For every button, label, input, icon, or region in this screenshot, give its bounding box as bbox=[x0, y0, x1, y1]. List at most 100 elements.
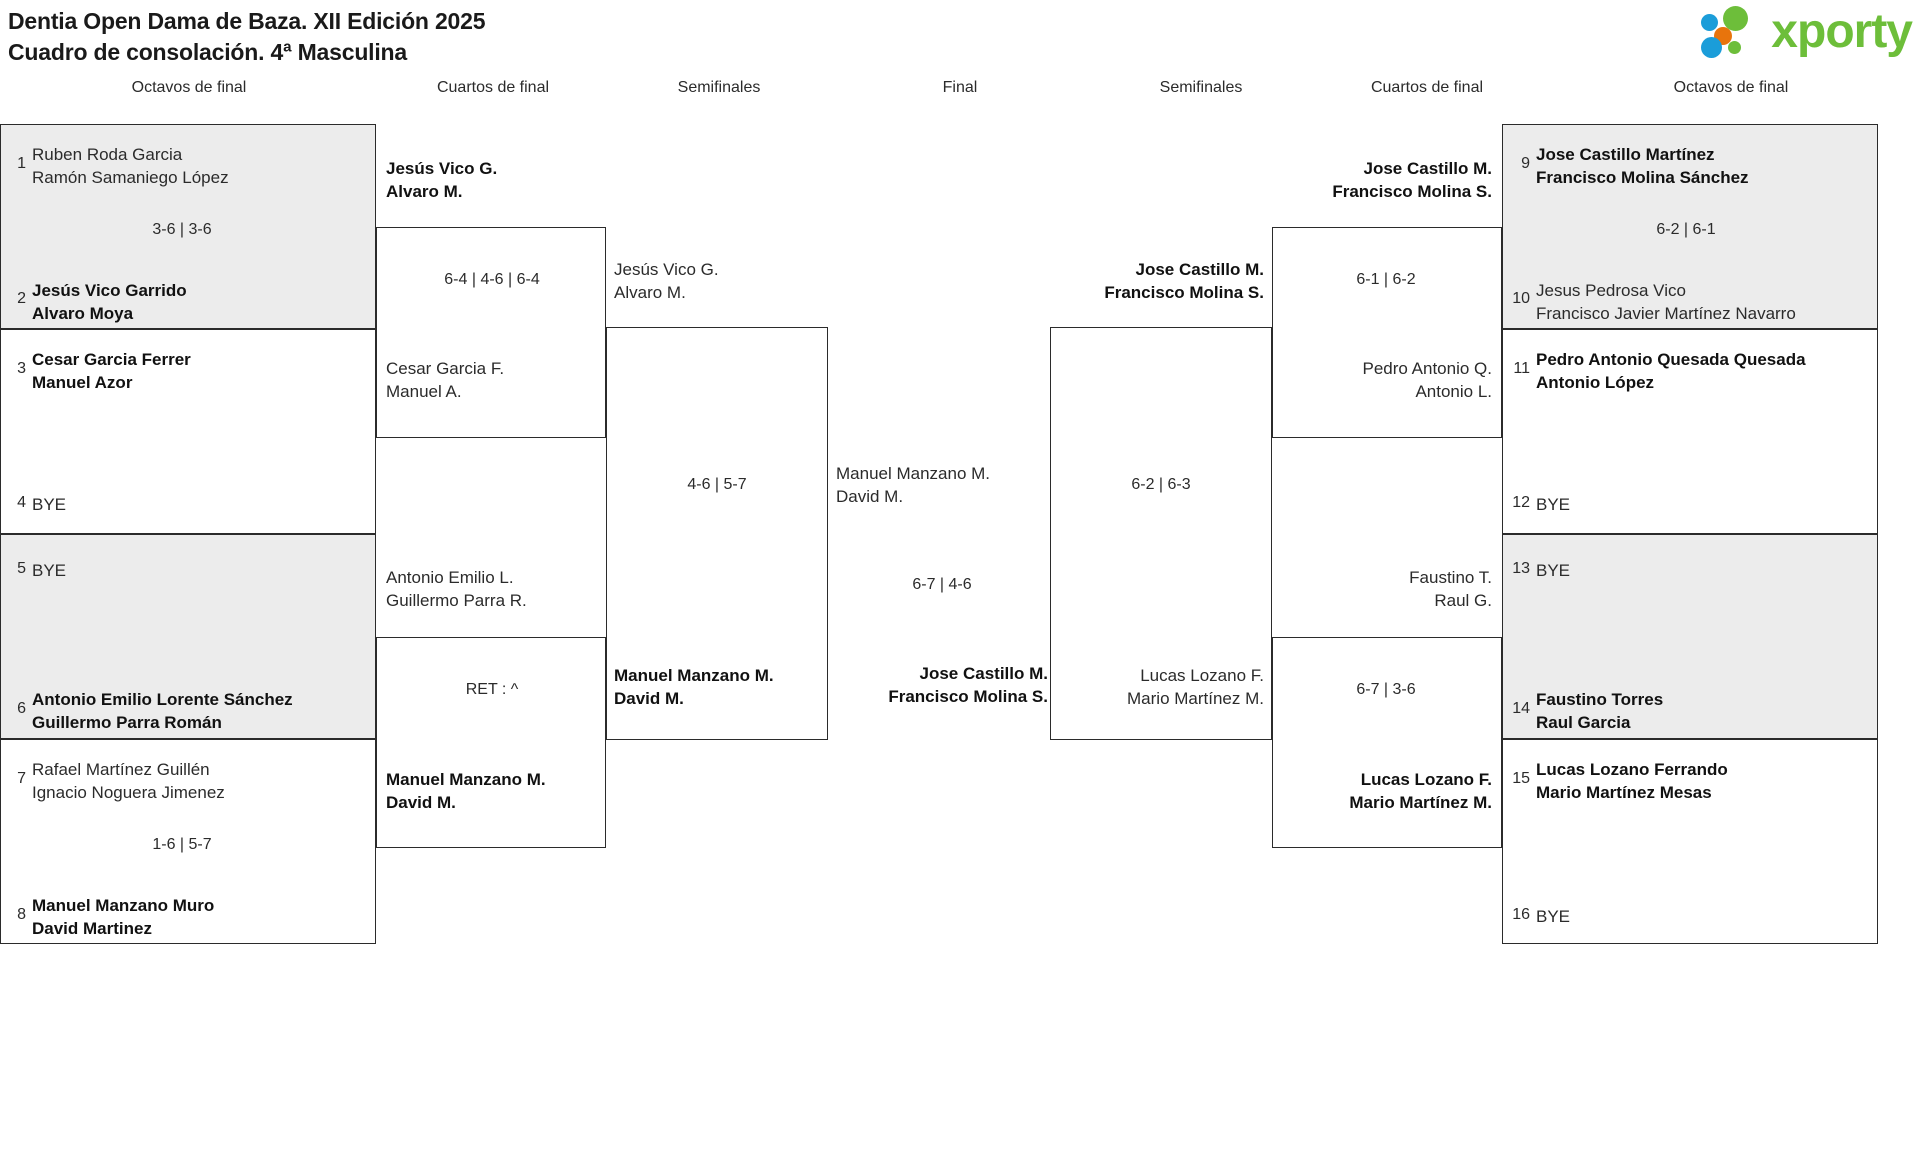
seed-number: 10 bbox=[1512, 290, 1530, 307]
match-score: 6-7 | 4-6 bbox=[912, 576, 972, 593]
player-name: Francisco Molina S. bbox=[1104, 283, 1264, 302]
player-name: Francisco Molina Sánchez bbox=[1536, 168, 1749, 187]
player-name: Antonio L. bbox=[1415, 382, 1492, 401]
player-name: Pedro Antonio Q. bbox=[1362, 359, 1492, 378]
player-name: BYE bbox=[32, 561, 67, 580]
match-box-left-r16-1[interactable] bbox=[0, 124, 376, 329]
player-name: David M. bbox=[386, 793, 456, 812]
player-name: Jesús Vico Garrido bbox=[32, 281, 187, 300]
player-name: David M. bbox=[836, 487, 904, 506]
match-box-left-sf[interactable] bbox=[606, 327, 828, 740]
title-line-2: Cuadro de consolación. 4ª Masculina bbox=[8, 39, 407, 65]
match-box-left-r16-2[interactable] bbox=[0, 329, 376, 534]
match-score: 6-1 | 6-2 bbox=[1356, 271, 1416, 288]
player-name: Lucas Lozano F. bbox=[1140, 666, 1264, 685]
player-name: David M. bbox=[614, 689, 684, 708]
match-box-right-sf[interactable] bbox=[1050, 327, 1272, 740]
match-box-right-r16-4[interactable] bbox=[1502, 739, 1878, 944]
round-header-final: Final bbox=[942, 79, 978, 96]
player-name: Rafael Martínez Guillén bbox=[32, 760, 210, 779]
player-name: Alvaro M. bbox=[386, 182, 463, 201]
player-name: Antonio Emilio L. bbox=[386, 568, 514, 587]
seed-number: 6 bbox=[17, 700, 26, 717]
player-name: Guillermo Parra R. bbox=[386, 591, 527, 610]
seed-number: 4 bbox=[17, 494, 26, 511]
player-name: Raul Garcia bbox=[1536, 713, 1631, 732]
player-name: Lucas Lozano Ferrando bbox=[1536, 760, 1728, 779]
logo-wordmark: xporty bbox=[1771, 5, 1913, 58]
player-name: Jose Castillo M. bbox=[919, 664, 1048, 683]
seed-number: 3 bbox=[17, 360, 26, 377]
match-score: RET : ^ bbox=[465, 681, 519, 698]
match-score: 1-6 | 5-7 bbox=[152, 836, 212, 853]
match-box-right-qf-1[interactable] bbox=[1272, 227, 1502, 438]
player-name: Jose Castillo M. bbox=[1363, 159, 1492, 178]
seed-number: 12 bbox=[1512, 494, 1530, 511]
player-name: Manuel Manzano M. bbox=[836, 464, 991, 483]
player-name: Mario Martínez M. bbox=[1127, 689, 1264, 708]
round-header-left-qf: Cuartos de final bbox=[436, 79, 550, 96]
player-name: Jose Castillo M. bbox=[1135, 260, 1264, 279]
player-name: BYE bbox=[1536, 561, 1571, 580]
player-name: Manuel Manzano M. bbox=[386, 770, 546, 789]
match-box-right-r16-2[interactable] bbox=[1502, 329, 1878, 534]
seed-number: 5 bbox=[17, 560, 26, 577]
match-score: 6-4 | 4-6 | 6-4 bbox=[444, 271, 540, 288]
seed-number: 7 bbox=[17, 770, 26, 787]
round-header-right-r16: Octavos de final bbox=[1673, 79, 1789, 96]
match-box-left-r16-3[interactable] bbox=[0, 534, 376, 739]
page-header: Dentia Open Dama de Baza. XII Edición 20… bbox=[0, 0, 1920, 78]
player-name: BYE bbox=[32, 495, 67, 514]
xporty-logo: xporty bbox=[1701, 5, 1913, 58]
seed-number: 1 bbox=[17, 155, 26, 172]
player-name: Ignacio Noguera Jimenez bbox=[32, 783, 225, 802]
round-header-left-r16: Octavos de final bbox=[131, 79, 247, 96]
round-header-left-sf: Semifinales bbox=[677, 79, 761, 96]
player-name: Cesar Garcia Ferrer bbox=[32, 350, 191, 369]
player-name: Alvaro Moya bbox=[32, 304, 134, 323]
player-name: Jose Castillo Martínez bbox=[1536, 145, 1715, 164]
match-box-right-qf-2[interactable] bbox=[1272, 637, 1502, 848]
player-name: Jesús Vico G. bbox=[386, 159, 498, 178]
player-name: Jesús Vico G. bbox=[614, 260, 719, 279]
player-name: Alvaro M. bbox=[614, 283, 686, 302]
player-name: Antonio Emilio Lorente Sánchez bbox=[32, 690, 293, 709]
seed-number: 13 bbox=[1512, 560, 1530, 577]
seed-number: 15 bbox=[1512, 770, 1530, 787]
player-name: Manuel Azor bbox=[32, 373, 133, 392]
title-line-1: Dentia Open Dama de Baza. XII Edición 20… bbox=[8, 8, 486, 34]
player-name: Manuel Manzano Muro bbox=[32, 896, 215, 915]
seed-number: 9 bbox=[1521, 155, 1530, 172]
player-name: Guillermo Parra Román bbox=[32, 713, 222, 732]
player-name: Faustino T. bbox=[1409, 568, 1492, 587]
player-name: Manuel Manzano M. bbox=[614, 666, 774, 685]
match-score: 6-2 | 6-1 bbox=[1656, 221, 1716, 238]
seed-number: 8 bbox=[17, 906, 26, 923]
player-name: BYE bbox=[1536, 907, 1571, 926]
player-name: BYE bbox=[1536, 495, 1571, 514]
player-name: Ramón Samaniego López bbox=[32, 168, 229, 187]
player-name: Francisco Molina S. bbox=[888, 687, 1048, 706]
match-box-left-qf-1[interactable] bbox=[376, 227, 606, 438]
match-box-right-r16-3[interactable] bbox=[1502, 534, 1878, 739]
player-name: David Martinez bbox=[32, 919, 152, 938]
match-box-left-r16-4[interactable] bbox=[0, 739, 376, 944]
player-name: Jesus Pedrosa Vico bbox=[1536, 281, 1686, 300]
match-box-right-r16-1[interactable] bbox=[1502, 124, 1878, 329]
player-name: Mario Martínez Mesas bbox=[1536, 783, 1712, 802]
player-name: Cesar Garcia F. bbox=[386, 359, 505, 378]
match-score: 3-6 | 3-6 bbox=[152, 221, 212, 238]
round-header-right-qf: Cuartos de final bbox=[1370, 79, 1484, 96]
logo-dots-icon bbox=[1701, 6, 1763, 58]
round-header-right-sf: Semifinales bbox=[1159, 79, 1243, 96]
player-name: Francisco Molina S. bbox=[1332, 182, 1492, 201]
player-name: Manuel A. bbox=[386, 382, 462, 401]
match-score: 6-2 | 6-3 bbox=[1131, 476, 1191, 493]
match-box-left-qf-2[interactable] bbox=[376, 637, 606, 848]
seed-number: 2 bbox=[17, 290, 26, 307]
seed-number: 16 bbox=[1512, 906, 1530, 923]
player-name: Raul G. bbox=[1434, 591, 1492, 610]
player-name: Ruben Roda Garcia bbox=[32, 145, 183, 164]
player-name: Francisco Javier Martínez Navarro bbox=[1536, 304, 1796, 323]
